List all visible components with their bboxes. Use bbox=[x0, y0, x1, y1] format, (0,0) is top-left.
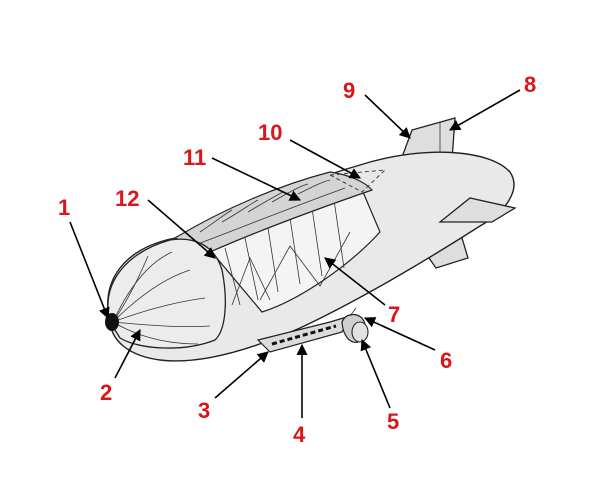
leader-5 bbox=[360, 338, 391, 409]
gas-cells bbox=[173, 171, 374, 253]
leader-lines bbox=[69, 89, 521, 418]
leader-10 bbox=[289, 139, 361, 179]
callout-7: 7 bbox=[388, 302, 400, 327]
callout-3: 3 bbox=[198, 398, 210, 423]
callout-5: 5 bbox=[387, 409, 399, 434]
leader-8 bbox=[449, 89, 521, 131]
callout-2: 2 bbox=[100, 380, 112, 405]
engine-pod bbox=[341, 307, 369, 343]
leader-6 bbox=[363, 317, 436, 351]
leader-1 bbox=[69, 221, 110, 320]
ballonet-outline bbox=[328, 169, 387, 193]
callout-1: 1 bbox=[58, 195, 70, 220]
callout-4: 4 bbox=[293, 422, 306, 447]
callout-9: 9 bbox=[343, 78, 355, 103]
horizontal-tail-fin bbox=[438, 197, 517, 223]
callout-6: 6 bbox=[440, 348, 452, 373]
callout-10: 10 bbox=[258, 120, 282, 145]
callout-labels: 1 2 3 4 5 6 7 8 9 10 11 12 bbox=[58, 72, 536, 447]
leader-12 bbox=[147, 199, 216, 259]
nose-cone bbox=[107, 238, 226, 349]
callout-8: 8 bbox=[524, 72, 536, 97]
leader-9 bbox=[364, 94, 411, 139]
callout-12: 12 bbox=[115, 186, 139, 211]
leader-3 bbox=[214, 351, 269, 399]
leader-11 bbox=[211, 157, 302, 201]
leader-2 bbox=[114, 329, 141, 379]
leader-7 bbox=[324, 257, 386, 306]
callout-11: 11 bbox=[183, 145, 206, 170]
